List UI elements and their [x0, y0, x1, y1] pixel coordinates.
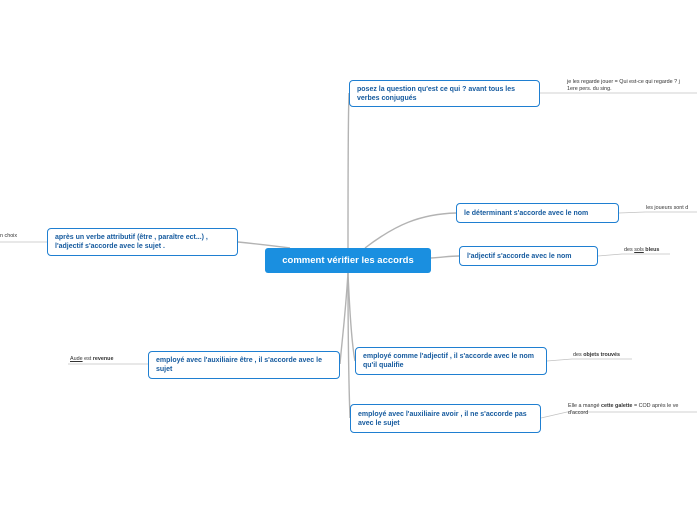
subtopic-word: des	[624, 247, 633, 253]
central-topic[interactable]: comment vérifier les accords	[265, 248, 431, 273]
subtopic-word-bold: bleus	[645, 247, 660, 253]
topic-question-qui[interactable]: posez la question qu'est ce qui ? avant …	[349, 80, 540, 107]
subtopic-word: des	[573, 352, 582, 358]
subtopic-line: d'accord	[568, 410, 589, 416]
subtopic-word-bold: revenue	[92, 356, 114, 362]
subtopic-word-underlined: sols	[634, 247, 644, 253]
link-t5	[347, 272, 351, 419]
subtopic-joueurs[interactable]: les joueurs sont d	[646, 205, 689, 211]
subtopic-regarde-jouer[interactable]: je les regarde jouer = Qui est-ce qui re…	[567, 79, 680, 93]
link-s2	[618, 211, 697, 214]
subtopic-galette[interactable]: Elle a mangé cette galette = COD après l…	[568, 403, 678, 417]
topic-employe-adjectif[interactable]: employé comme l'adjectif , il s'accorde …	[355, 347, 547, 375]
subtopic-line: 1ere pers. du sing.	[567, 86, 612, 92]
subtopic-word: Elle a mangé	[568, 403, 600, 409]
subtopic-word-bold: cette galette	[600, 403, 633, 409]
link-t1	[347, 92, 350, 249]
link-t3	[430, 255, 460, 259]
link-s3	[597, 253, 670, 257]
subtopic-word: = COD après le ve	[633, 403, 679, 409]
subtopic-word-bold: objets trouvés	[583, 352, 621, 358]
subtopic-line: je les regarde jouer = Qui est-ce qui re…	[567, 79, 680, 85]
subtopic-objets-trouves[interactable]: des objets trouvés	[573, 352, 620, 359]
link-t7	[339, 272, 349, 365]
subtopic-choix[interactable]: n choix	[0, 233, 18, 239]
link-t6	[237, 241, 291, 249]
subtopic-word: est	[84, 356, 92, 362]
link-s5	[540, 411, 697, 419]
topic-verbe-attributif[interactable]: après un verbe attributif (être , paraît…	[47, 228, 238, 256]
topic-auxiliaire-etre[interactable]: employé avec l'auxiliaire être , il s'ac…	[148, 351, 340, 379]
topic-auxiliaire-avoir[interactable]: employé avec l'auxiliaire avoir , il ne …	[350, 404, 541, 433]
subtopic-sols-bleus[interactable]: des sols bleus	[624, 247, 659, 254]
subtopic-word-underlined: Aude	[70, 356, 83, 362]
link-t2	[364, 212, 457, 249]
topic-determinant[interactable]: le déterminant s'accorde avec le nom	[456, 203, 619, 223]
topic-adjectif-nom[interactable]: l'adjectif s'accorde avec le nom	[459, 246, 598, 266]
subtopic-aude-revenue[interactable]: Aude est revenue	[70, 356, 113, 363]
link-s4	[546, 358, 632, 362]
